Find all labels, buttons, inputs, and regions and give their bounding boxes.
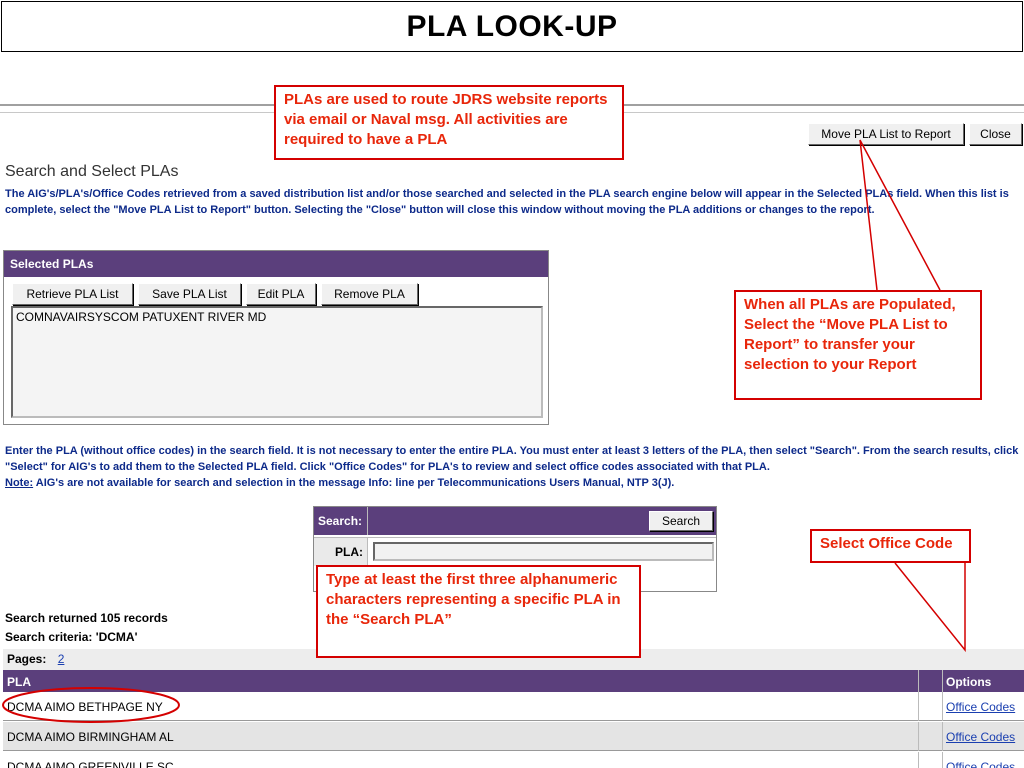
save-pla-list-button[interactable]: Save PLA List (138, 283, 241, 305)
results-header: PLA Options (3, 670, 1024, 692)
row-pla: DCMA AIMO BETHPAGE NY (7, 700, 163, 714)
selected-plas-listbox[interactable]: COMNAVAIRSYSCOM PATUXENT RIVER MD (11, 306, 543, 418)
note-label: Note: (5, 477, 34, 489)
col-divider (918, 670, 919, 692)
callout-office-code: Select Office Code (810, 529, 971, 563)
col-divider (942, 752, 943, 768)
move-pla-list-button[interactable]: Move PLA List to Report (808, 123, 964, 145)
pages-label: Pages: (7, 652, 47, 666)
instructions-text: Enter the PLA (without office codes) in … (5, 443, 1021, 491)
slide-title: PLA LOOK-UP (406, 9, 618, 43)
retrieve-pla-list-button[interactable]: Retrieve PLA List (12, 283, 133, 305)
office-codes-link[interactable]: Office Codes (946, 700, 1016, 714)
col-divider (918, 692, 919, 721)
intro-text: The AIG's/PLA's/Office Codes retrieved f… (5, 188, 1009, 216)
edit-pla-button[interactable]: Edit PLA (246, 283, 316, 305)
col-divider (918, 752, 919, 768)
close-button[interactable]: Close (969, 123, 1022, 145)
row-pla: DCMA AIMO GREENVILLE SC (7, 760, 174, 768)
selected-pla-item[interactable]: COMNAVAIRSYSCOM PATUXENT RIVER MD (16, 310, 267, 324)
results-criteria: Search criteria: 'DCMA' (5, 630, 138, 644)
office-codes-link[interactable]: Office Codes (946, 760, 1016, 768)
remove-pla-button[interactable]: Remove PLA (321, 283, 418, 305)
col-pla-header: PLA (7, 675, 31, 689)
note-text: AIG's are not available for search and s… (35, 477, 675, 489)
pages-row: Pages: 2 (3, 649, 1024, 670)
search-label: Search: (314, 507, 368, 535)
col-divider (918, 722, 919, 751)
pla-label: PLA: (314, 538, 368, 566)
callout-pla-route: PLAs are used to route JDRS website repo… (274, 85, 624, 160)
callout-move-list: When all PLAs are Populated, Select the … (734, 290, 982, 400)
table-row: DCMA AIMO BIRMINGHAM AL Office Codes (3, 722, 1024, 751)
search-button[interactable]: Search (649, 511, 713, 531)
instructions-body: Enter the PLA (without office codes) in … (5, 445, 1019, 473)
col-options-header: Options (946, 675, 992, 689)
selected-plas-panel: Selected PLAs Retrieve PLA List Save PLA… (3, 250, 549, 425)
table-row: DCMA AIMO GREENVILLE SC Office Codes (3, 752, 1024, 768)
selected-plas-header: Selected PLAs (4, 251, 548, 277)
results-summary: Search returned 105 records (5, 611, 168, 625)
col-divider (942, 670, 943, 692)
col-divider (942, 722, 943, 751)
callout-type-pla: Type at least the first three alphanumer… (316, 565, 641, 658)
col-divider (942, 692, 943, 721)
slide-title-box: PLA LOOK-UP (1, 1, 1023, 52)
office-callout-pointer (894, 562, 966, 653)
pla-search-input[interactable] (373, 542, 714, 561)
search-header: Search: Search (314, 507, 716, 535)
page-2-link[interactable]: 2 (57, 652, 65, 666)
search-select-heading: Search and Select PLAs (5, 163, 179, 180)
pla-row: PLA: (314, 537, 716, 566)
row-pla: DCMA AIMO BIRMINGHAM AL (7, 730, 174, 744)
office-codes-link[interactable]: Office Codes (946, 730, 1016, 744)
table-row: DCMA AIMO BETHPAGE NY Office Codes (3, 692, 1024, 721)
search-box: Search: Search PLA: (313, 506, 717, 592)
